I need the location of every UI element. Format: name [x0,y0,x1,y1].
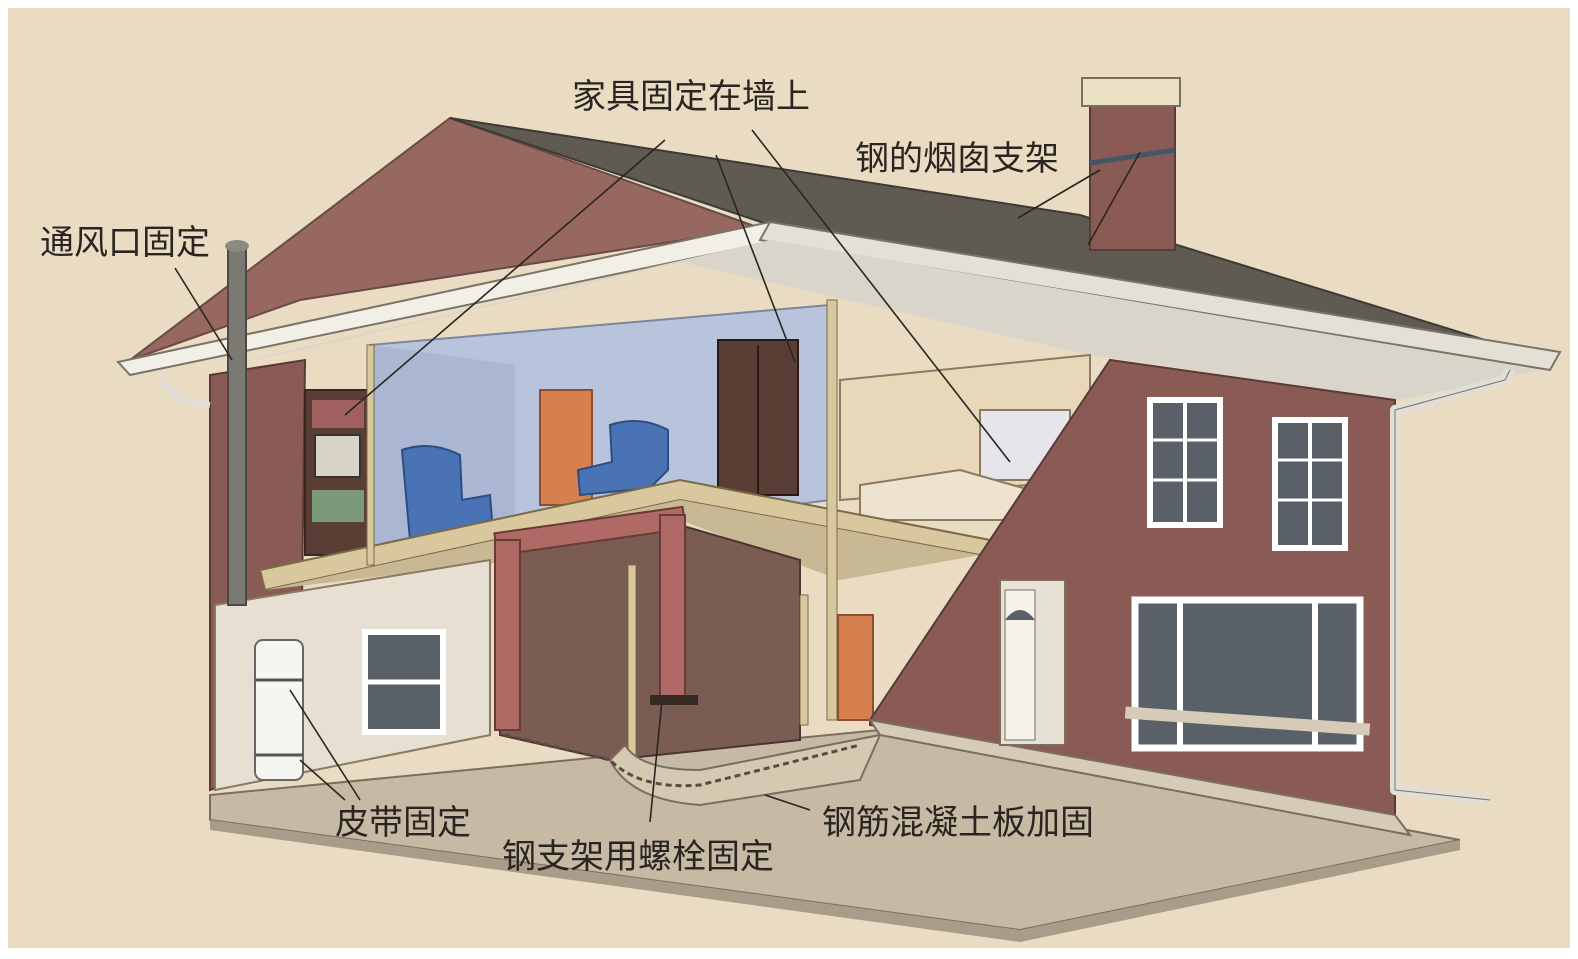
rebar-lines [504,733,861,788]
lower-door [837,614,874,721]
post-4 [366,344,375,566]
callout-belt-1 [289,689,361,801]
callout-vent [174,267,233,361]
tv [314,434,361,478]
callout-furniture-bookshelf [344,139,666,416]
label-slab: 钢筋混凝土板加固 [822,803,1094,843]
books-top [312,400,364,428]
post-2 [799,594,809,726]
steel-base-plate [650,695,698,705]
callout-lines [174,129,1141,823]
callout-chimney-roof [1017,169,1101,219]
downspout-outline [1394,369,1511,801]
chimney [1089,99,1176,251]
post-1 [627,564,637,761]
foundation-front-edge [210,820,1460,942]
books-bottom [312,490,364,522]
eave-right [758,220,1562,372]
chimney-steel-band [1089,147,1176,166]
armchair-left [400,445,494,542]
callout-furniture-wardrobe [715,154,796,363]
label-furniture: 家具固定在墙上 [572,77,810,117]
ceiling-underside [205,240,1540,400]
large-window-sill [1124,706,1371,736]
facade-ledge [867,718,1413,837]
callout-slab [764,794,811,811]
label-vent: 通风口固定 [40,223,210,263]
water-heater [254,639,304,781]
callout-chimney-band [1087,151,1141,246]
steel-column-left [494,539,521,731]
front-door-fanlight [1005,610,1035,620]
reinforced-slab-curve [608,733,882,807]
vent-pipe-cap [225,240,249,252]
callout-belt-2 [299,759,346,801]
armchair-right [576,420,669,497]
vent-pipe [227,244,247,606]
steel-column-right [659,514,686,701]
post-3 [826,299,838,721]
label-steel-support: 钢支架用螺栓固定 [502,837,774,877]
chimney-cap [1081,77,1181,107]
callout-furniture-window [751,129,1011,463]
label-chimney: 钢的烟囱支架 [855,139,1059,179]
upper-door [539,389,593,506]
basement-room [499,523,801,762]
label-belt: 皮带固定 [335,803,471,843]
callout-steel-support [649,699,663,823]
gutter-left [157,377,211,408]
